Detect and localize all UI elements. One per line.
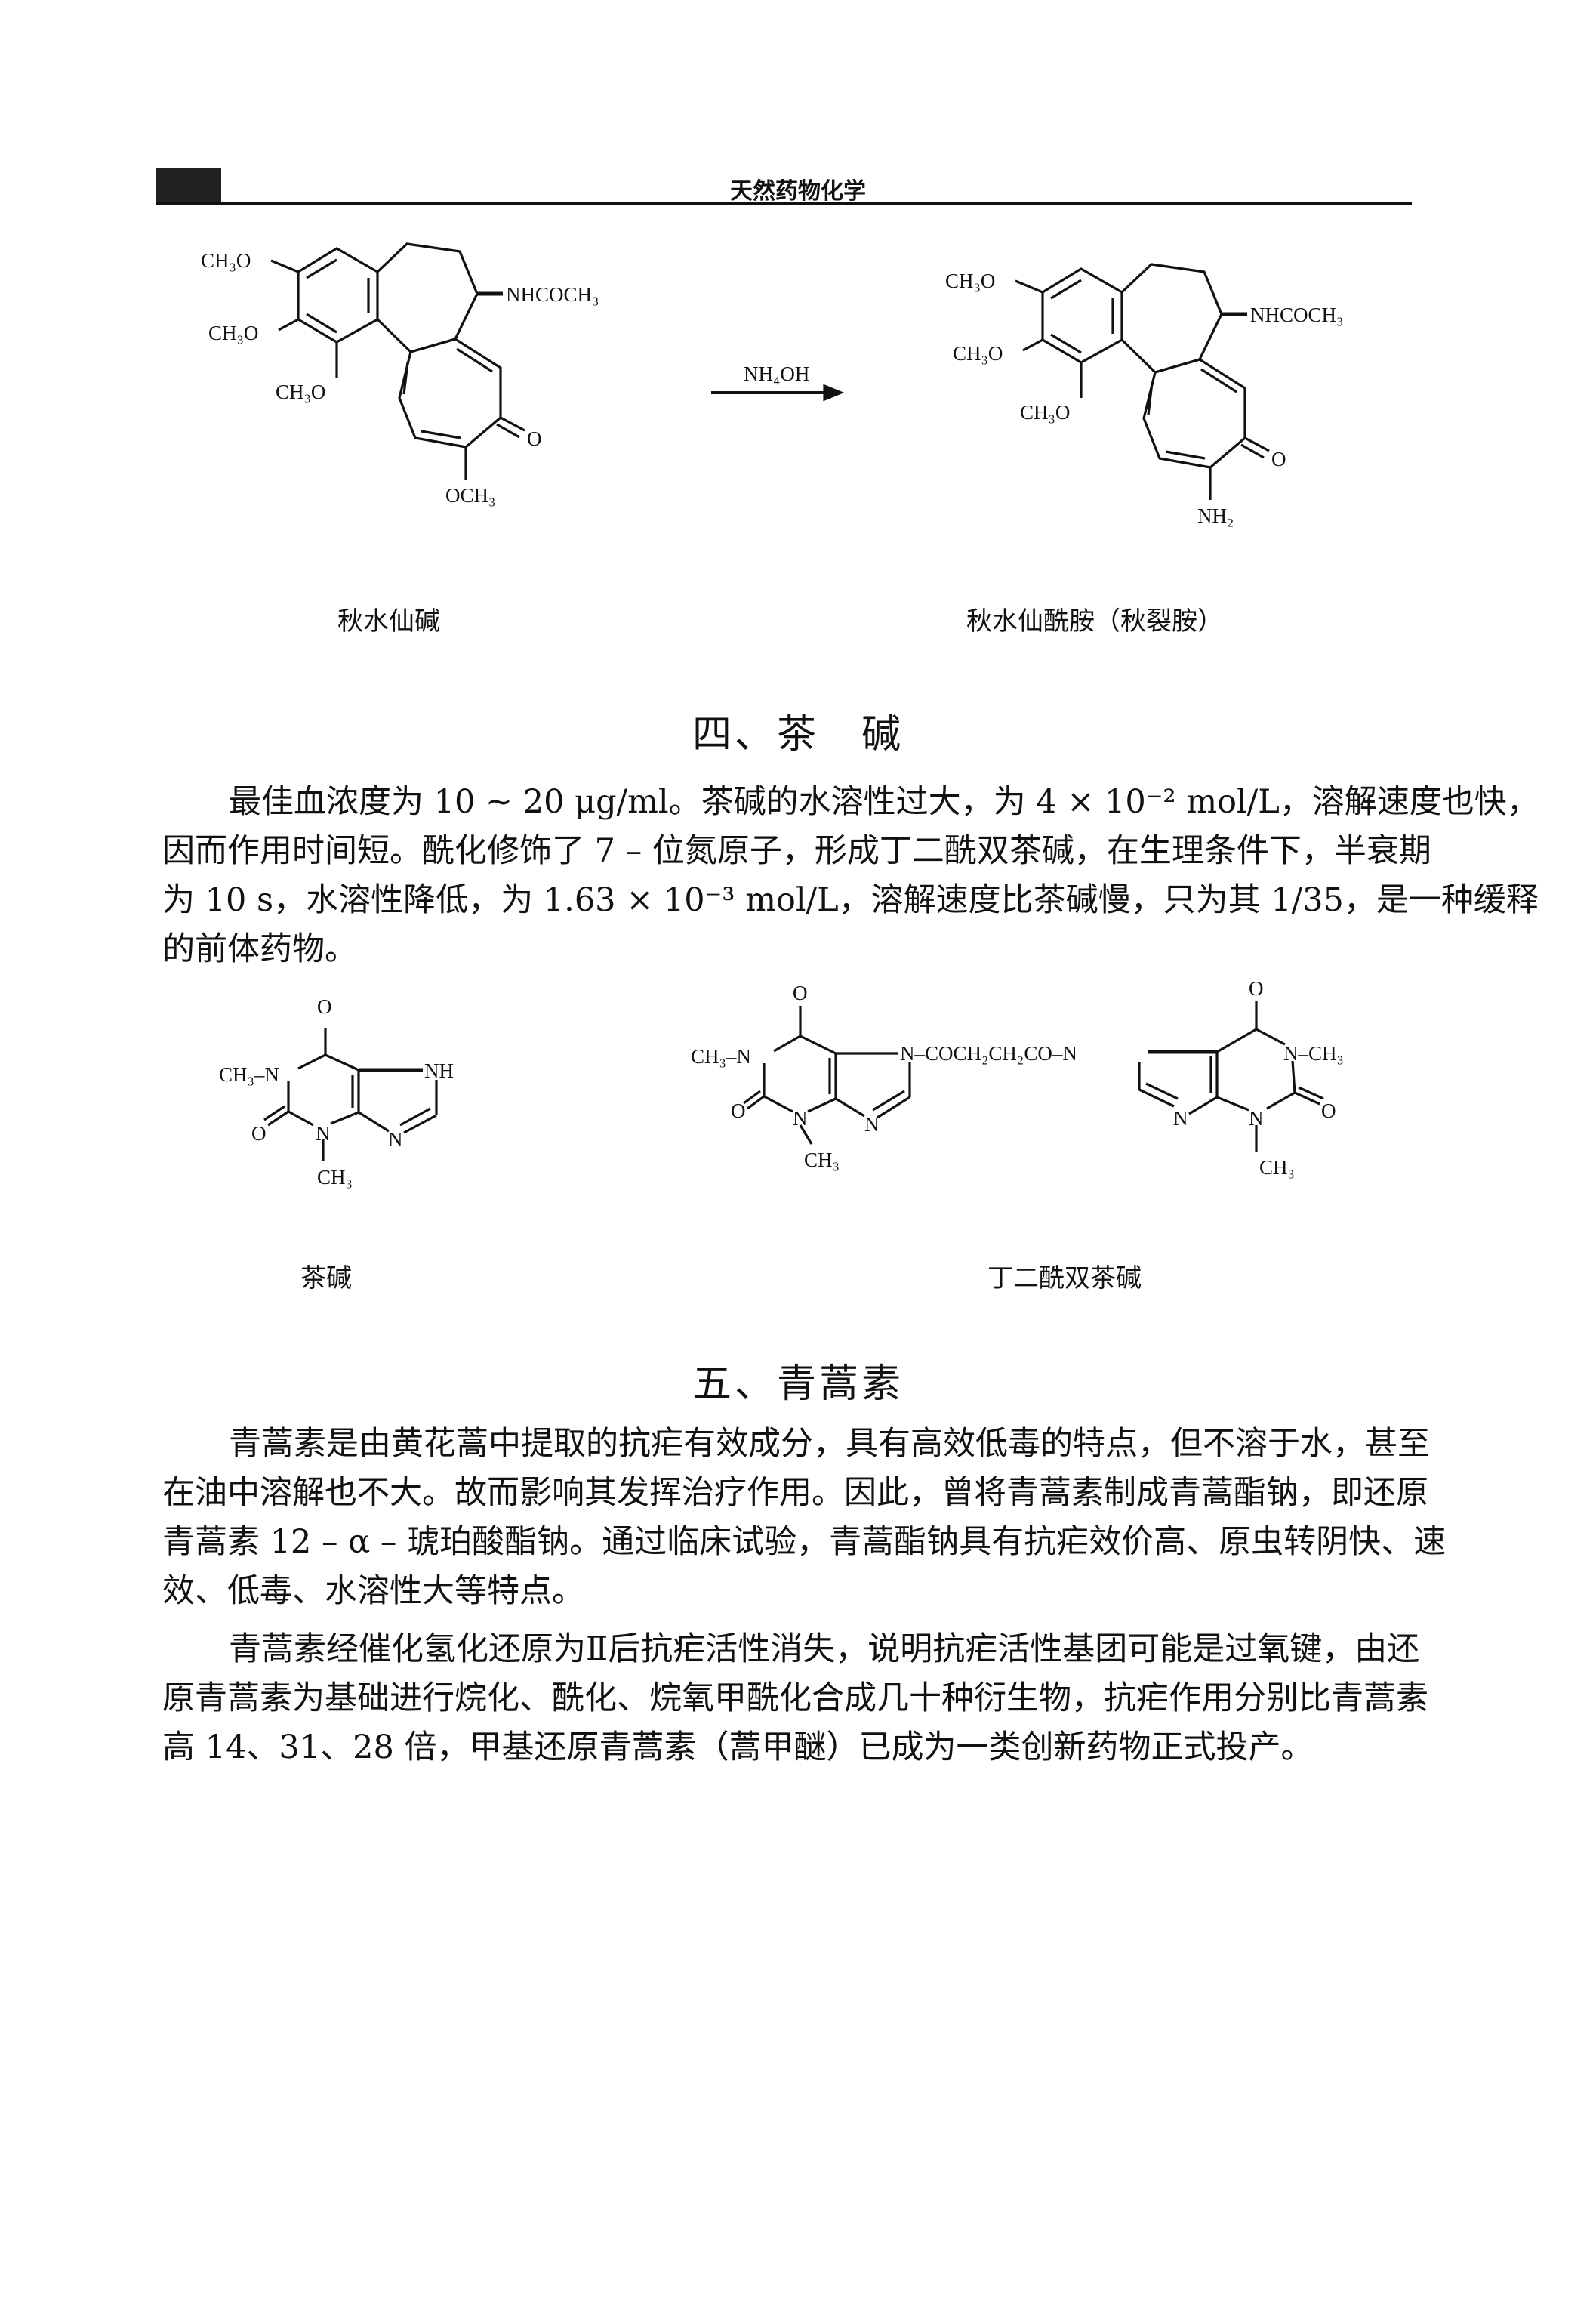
artemisinin-paragraph-2: 青蒿素经催化氢化还原为Ⅱ后抗疟活性消失，说明抗疟活性基团可能是过氧键，由还 原青… bbox=[162, 1625, 1428, 1772]
section-heading-artemisinin: 五、青蒿素 bbox=[692, 1361, 904, 1407]
ring-b bbox=[376, 242, 479, 353]
methoxy-label: CH₃O bbox=[276, 381, 325, 403]
reagent-label: NH₄OH bbox=[744, 362, 809, 385]
paragraph-line: 在油中溶解也不大。故而影响其发挥治疗作用。因此，曾将青蒿素制成青蒿酯钠，即还原 bbox=[162, 1474, 1428, 1512]
oxo-label: O bbox=[317, 995, 332, 1018]
ring-a bbox=[297, 247, 379, 344]
oxo-label: O bbox=[1321, 1099, 1336, 1122]
methyl-label: CH₃ bbox=[317, 1166, 353, 1189]
colchicine-caption: 秋水仙碱 bbox=[337, 606, 440, 637]
paragraph-line: 最佳血浓度为 10 ~ 20 μg/ml。茶碱的水溶性过大，为 4 × 10⁻²… bbox=[229, 783, 1539, 821]
oxo-label: O bbox=[251, 1122, 267, 1145]
paragraph-line: 青蒿素经催化氢化还原为Ⅱ后抗疟活性消失，说明抗疟活性基团可能是过氧键，由还 bbox=[229, 1630, 1420, 1668]
header-rule bbox=[156, 202, 1412, 205]
section-heading-theophylline: 四、茶 碱 bbox=[692, 712, 904, 757]
running-header-title: 天然药物化学 bbox=[730, 178, 866, 205]
paragraph-line: 高 14、31、28 倍，甲基还原青蒿素（蒿甲醚）已成为一类创新药物正式投产。 bbox=[162, 1728, 1314, 1766]
methyl-label: CH₃ bbox=[1259, 1156, 1295, 1179]
n-methyl-label: CH₃–N bbox=[219, 1063, 279, 1086]
methoxy-label: CH₃O bbox=[1020, 401, 1070, 424]
paragraph-line: 因而作用时间短。酰化修饰了 7 – 位氮原子，形成丁二酰双茶碱，在生理条件下，半… bbox=[162, 832, 1431, 870]
paragraph-line: 为 10 s，水溶性降低，为 1.63 × 10⁻³ mol/L，溶解速度比茶碱… bbox=[162, 881, 1539, 919]
methoxy-label: CH₃O bbox=[953, 342, 1003, 365]
methyl-label: CH₃ bbox=[804, 1149, 840, 1171]
substituent-label: OCH₃ bbox=[445, 484, 495, 507]
oxo-label: O bbox=[527, 427, 542, 450]
page-number-block bbox=[156, 168, 221, 202]
theophylline-structure: O CH₃–N NH O N N CH₃ bbox=[219, 995, 454, 1189]
nh-label: NH bbox=[424, 1059, 454, 1082]
paragraph-line: 原青蒿素为基础进行烷化、酰化、烷氧甲酰化合成几十种衍生物，抗疟作用分别比青蒿素 bbox=[162, 1679, 1428, 1717]
theophylline-paragraph: 最佳血浓度为 10 ~ 20 μg/ml。茶碱的水溶性过大，为 4 × 10⁻²… bbox=[162, 778, 1539, 974]
artemisinin-paragraph-1: 青蒿素是由黄花蒿中提取的抗疟有效成分，具有高效低毒的特点，但不溶于水，甚至 在油… bbox=[162, 1420, 1447, 1616]
oxo-label: O bbox=[1271, 448, 1286, 470]
reaction-arrow: NH₄OH bbox=[711, 362, 845, 402]
acetamido-label: NHCOCH₃ bbox=[506, 283, 599, 306]
methoxy-label: CH₃O bbox=[201, 249, 251, 272]
n-label: N bbox=[793, 1107, 808, 1130]
methoxy-label: CH₃O bbox=[945, 270, 995, 292]
dimer-caption: 丁二酰双茶碱 bbox=[987, 1263, 1142, 1294]
paragraph-line: 效、低毒、水溶性大等特点。 bbox=[162, 1572, 584, 1610]
n-label: N bbox=[1249, 1107, 1264, 1130]
n-label: N bbox=[388, 1128, 403, 1151]
n-methyl-label: N–CH₃ bbox=[1283, 1042, 1344, 1065]
amino-label: NH₂ bbox=[1197, 504, 1234, 527]
n-label: N bbox=[864, 1113, 880, 1136]
colchiceinamide-structure: CH₃O CH₃O CH₃O NHCOCH₃ O NH₂ bbox=[945, 263, 1343, 527]
theophylline-structures: O CH₃–N NH O N N CH₃ O CH₃–N O N CH₃ N N… bbox=[219, 982, 1344, 1189]
methoxy-label: CH₃O bbox=[208, 322, 258, 344]
oxo-label: O bbox=[731, 1099, 746, 1122]
paragraph-line: 青蒿素是由黄花蒿中提取的抗疟有效成分，具有高效低毒的特点，但不溶于水，甚至 bbox=[229, 1425, 1430, 1463]
n-methyl-label: CH₃–N bbox=[691, 1045, 751, 1068]
colchicine-reaction-scheme: CH₃O CH₃O CH₃O NHCOCH₃ O OCH₃ NH₄OH CH₃O… bbox=[201, 242, 1343, 527]
ring-c bbox=[398, 338, 502, 449]
succinyl-linker-label: N–COCH₂CH₂CO–N bbox=[900, 1042, 1077, 1065]
theophylline-caption: 茶碱 bbox=[300, 1263, 352, 1294]
paragraph-line: 青蒿素 12 – α – 琥珀酸酯钠。通过临床试验，青蒿酯钠具有抗疟效价高、原虫… bbox=[162, 1523, 1447, 1561]
bis-theophylline-succinyl-structure: O CH₃–N O N CH₃ N N–COCH₂CH₂CO–N O N–CH₃… bbox=[691, 982, 1344, 1179]
n-label: N bbox=[1173, 1107, 1188, 1130]
colchicine-structure: CH₃O CH₃O CH₃O NHCOCH₃ O OCH₃ bbox=[201, 242, 599, 507]
acetamido-label: NHCOCH₃ bbox=[1250, 304, 1343, 326]
oxo-label: O bbox=[793, 982, 808, 1004]
n-label: N bbox=[316, 1122, 331, 1145]
paragraph-line: 的前体药物。 bbox=[162, 930, 357, 968]
oxo-label: O bbox=[1249, 982, 1264, 1000]
colchiceinamide-caption: 秋水仙酰胺（秋裂胺） bbox=[966, 606, 1223, 637]
